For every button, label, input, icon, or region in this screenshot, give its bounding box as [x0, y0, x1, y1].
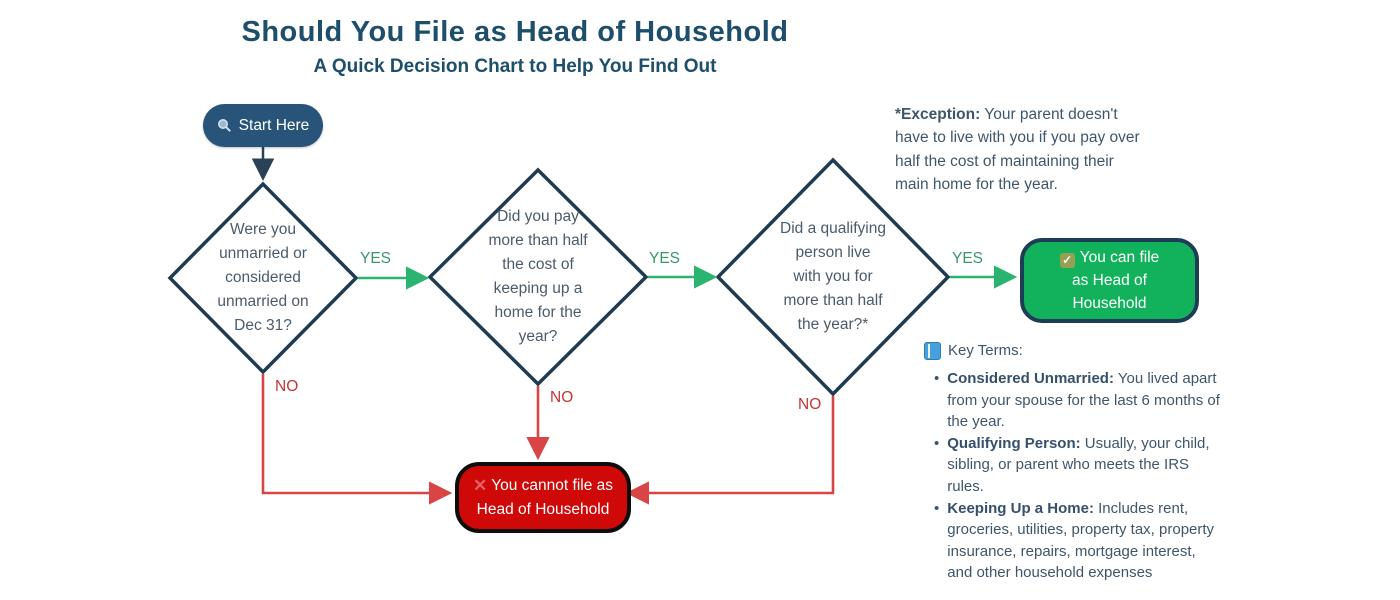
- question-2-text: Did you pay more than half the cost of k…: [488, 207, 588, 346]
- bullet: •: [934, 435, 940, 453]
- term-label: Considered Unmarried:: [947, 370, 1114, 388]
- term-definition: Usually, your child, sibling, or parent …: [947, 435, 1210, 495]
- key-term-keeping-up-a-home: • Keeping Up a Home: Includes rent, groc…: [934, 498, 1224, 583]
- key-terms-heading: Key Terms:: [948, 342, 1023, 359]
- yes-label-2: YES: [649, 250, 681, 267]
- page-title: Should You File as Head of Household: [241, 16, 789, 48]
- book-icon: [924, 341, 941, 360]
- connector-no-3: [625, 396, 835, 505]
- key-term-considered-unmarried: • Considered Unmarried: You lived apart …: [934, 368, 1224, 432]
- key-terms-section: Key Terms: • Considered Unmarried: You l…: [924, 340, 1224, 584]
- x-icon: ✕: [472, 476, 488, 496]
- question-1-text: Were you unmarried or considered unmarri…: [217, 220, 309, 335]
- no-label-2: NO: [550, 389, 574, 406]
- question-3-text: Did a qualifying person live with you fo…: [780, 219, 886, 334]
- start-here-node[interactable]: Start Here: [203, 104, 323, 147]
- term-definition: Includes rent, groceries, utilities, pro…: [947, 500, 1215, 581]
- decision-diamond-1: [167, 181, 359, 375]
- key-term-qualifying-person: • Qualifying Person: Usually, your child…: [934, 433, 1224, 497]
- result-can-file-text: You can file as Head of Household: [1072, 248, 1160, 313]
- bullet: •: [934, 370, 940, 388]
- term-definition: You lived apart from your spouse for the…: [947, 370, 1220, 430]
- yes-label-3: YES: [952, 250, 984, 267]
- no-label-3: NO: [798, 396, 822, 413]
- decision-diamond-2: [427, 167, 649, 387]
- connector-no-1: [261, 374, 453, 505]
- result-cannot-file-text: You cannot file as Head of Household: [476, 477, 614, 518]
- check-icon: ✓: [1059, 252, 1075, 268]
- page-subtitle: A Quick Decision Chart to Help You Find …: [313, 56, 717, 77]
- exception-text: Your parent doesn't have to live with yo…: [895, 106, 1140, 193]
- magnifier-icon: [217, 119, 231, 132]
- result-can-file-box: ✓You can file as Head of Household: [1020, 238, 1199, 323]
- bullet: •: [934, 500, 940, 518]
- yes-label-1: YES: [360, 250, 392, 267]
- result-cannot-file-box: ✕You cannot file as Head of Household: [455, 462, 631, 533]
- term-label: Keeping Up a Home:: [947, 500, 1094, 518]
- no-label-1: NO: [275, 378, 299, 395]
- exception-note: *Exception: Your parent doesn't have to …: [895, 103, 1145, 196]
- decision-diamond-3: [715, 157, 951, 397]
- exception-lead: *Exception:: [895, 106, 981, 123]
- term-label: Qualifying Person:: [947, 435, 1081, 453]
- start-here-label: Start Here: [238, 116, 310, 134]
